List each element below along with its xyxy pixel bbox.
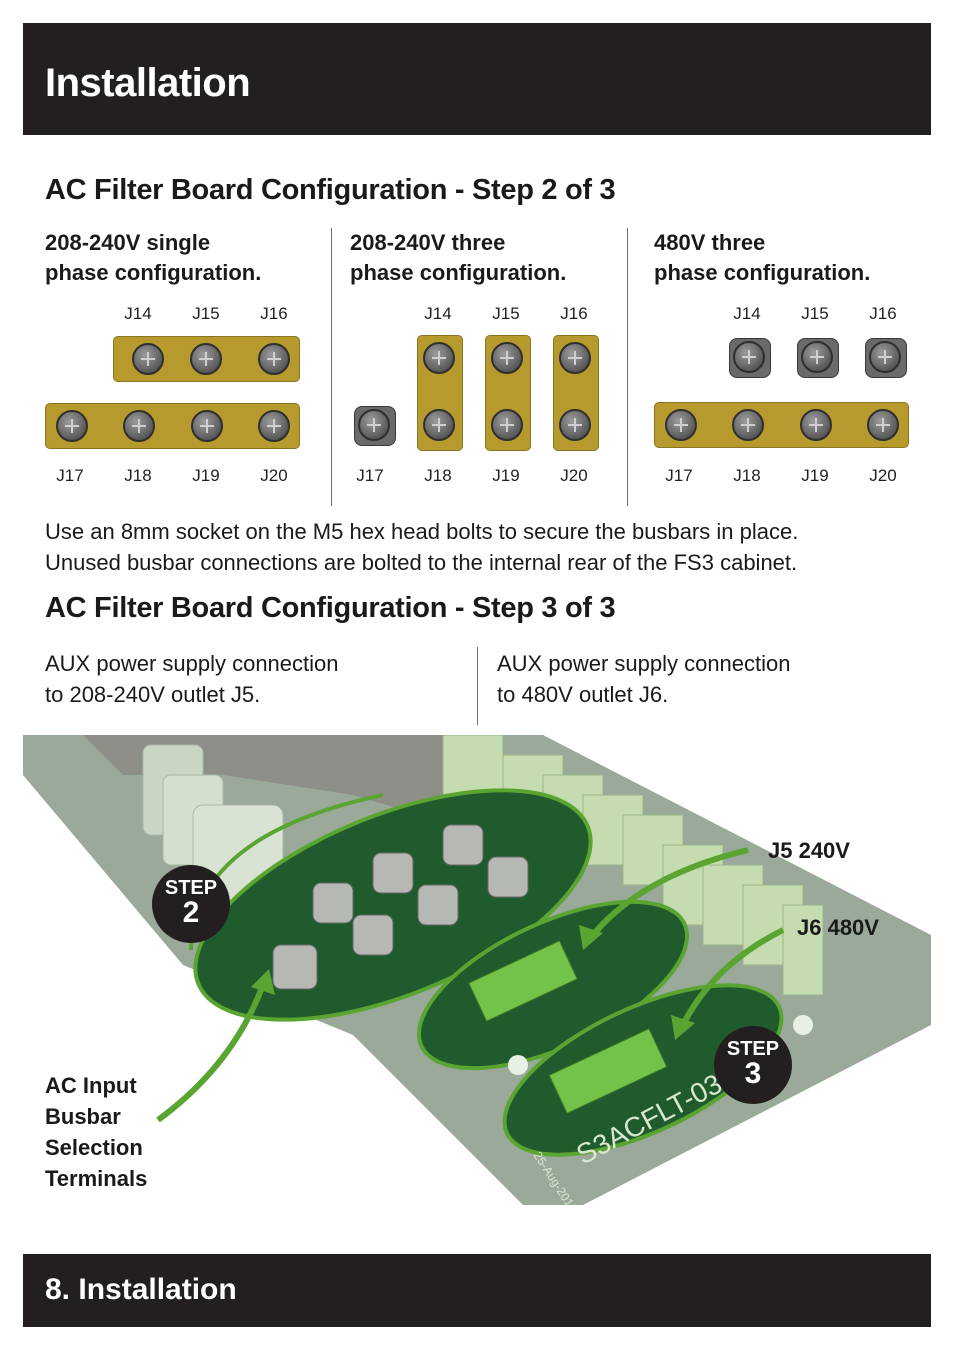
bolt-icon: [800, 409, 832, 441]
bolt-icon: [56, 410, 88, 442]
step2-badge-number: 2: [182, 896, 200, 929]
label-j15: J15: [192, 304, 220, 323]
label-j16: J16: [260, 304, 288, 323]
label-j15: J15: [801, 304, 829, 323]
column-divider: [477, 647, 478, 725]
label-j18: J18: [124, 466, 152, 485]
label-j20: J20: [560, 466, 588, 485]
aux-480v-line1: AUX power supply connection: [497, 651, 791, 676]
bolt-icon: [801, 341, 833, 373]
callout-terminals: AC Input Busbar Selection Terminals: [45, 1070, 147, 1194]
aux-480v-note: AUX power supply connection to 480V outl…: [497, 648, 791, 710]
bolt-icon: [423, 342, 455, 374]
aux-240v-line1: AUX power supply connection: [45, 651, 339, 676]
bolt-icon: [190, 343, 222, 375]
config-heading-2-line1: 208-240V three: [350, 230, 506, 255]
column-divider: [331, 228, 332, 506]
bolt-icon: [559, 342, 591, 374]
bolt-icon: [123, 410, 155, 442]
aux-480v-line2: to 480V outlet J6.: [497, 682, 669, 707]
label-j19: J19: [801, 466, 829, 485]
callout-terminals-line4: Terminals: [45, 1166, 148, 1191]
aux-240v-line2: to 208-240V outlet J5.: [45, 682, 261, 707]
instructions-line1: Use an 8mm socket on the M5 hex head bol…: [45, 519, 799, 544]
step3-title: AC Filter Board Configuration - Step 3 o…: [45, 592, 616, 624]
bolt-icon: [258, 343, 290, 375]
callout-terminals-line2: Busbar: [45, 1104, 121, 1129]
busbar-bottom: [654, 402, 909, 448]
unused-terminal-j14: [729, 338, 771, 378]
config-three-phase-240: 208-240V three phase configuration.: [350, 228, 620, 506]
bolt-icon: [867, 409, 899, 441]
label-j20: J20: [869, 466, 897, 485]
bolt-icon: [132, 343, 164, 375]
callout-terminals-line1: AC Input: [45, 1073, 137, 1098]
label-j14: J14: [424, 304, 452, 323]
step3-badge: STEP 3: [714, 1026, 792, 1104]
label-j17: J17: [665, 466, 693, 485]
bolt-icon: [869, 341, 901, 373]
bolt-icon: [423, 409, 455, 441]
config-heading-2-line2: phase configuration.: [350, 260, 567, 285]
bolt-icon: [491, 409, 523, 441]
config-heading-1-line1: 208-240V single: [45, 230, 211, 255]
label-j18: J18: [424, 466, 452, 485]
label-j16: J16: [869, 304, 897, 323]
bolt-icon: [258, 410, 290, 442]
config-three-phase-480: 480V three phase configuration.: [654, 228, 924, 506]
step2-title: AC Filter Board Configuration - Step 2 o…: [45, 174, 616, 206]
callout-j5: J5 240V: [768, 838, 850, 863]
bolt-icon: [665, 409, 697, 441]
footer-bar: 8. Installation: [23, 1254, 931, 1327]
bolt-icon: [491, 342, 523, 374]
bolt-icon: [732, 409, 764, 441]
column-divider: [627, 228, 628, 506]
config-single-phase: 208-240V single phase configuration.: [45, 228, 325, 506]
page-title: Installation: [45, 61, 251, 105]
busbar-vertical-2: [485, 335, 531, 451]
header-bar: Installation: [23, 23, 931, 135]
label-j14: J14: [733, 304, 761, 323]
busbar-vertical-1: [417, 335, 463, 451]
callout-j6: J6 480V: [797, 915, 879, 940]
config-heading-3-line2: phase configuration.: [654, 260, 871, 285]
step2-badge: STEP 2: [152, 865, 230, 943]
step2-badge-word: STEP: [164, 877, 218, 899]
busbar-bottom: [45, 403, 300, 449]
config-heading-2: 208-240V three phase configuration.: [350, 228, 620, 288]
config-heading-3: 480V three phase configuration.: [654, 228, 924, 288]
unused-terminal-j17: [354, 406, 396, 446]
callout-terminals-line3: Selection: [45, 1135, 143, 1160]
bolt-icon: [733, 341, 765, 373]
label-j17: J17: [356, 466, 384, 485]
unused-terminal-j16: [865, 338, 907, 378]
unused-terminal-j15: [797, 338, 839, 378]
bolt-icon: [191, 410, 223, 442]
label-j17: J17: [56, 466, 84, 485]
bolt-icon: [358, 409, 390, 441]
config-heading-3-line1: 480V three: [654, 230, 766, 255]
label-j14: J14: [124, 304, 152, 323]
label-j16: J16: [560, 304, 588, 323]
filter-board-photo: S3ACFLT-03 25-Aug-2010: [23, 735, 931, 1205]
step3-badge-word: STEP: [726, 1038, 780, 1060]
instructions-line2: Unused busbar connections are bolted to …: [45, 550, 798, 575]
step3-badge-number: 3: [744, 1057, 762, 1090]
busbar-vertical-3: [553, 335, 599, 451]
label-j15: J15: [492, 304, 520, 323]
label-j20: J20: [260, 466, 288, 485]
label-j19: J19: [192, 466, 220, 485]
footer-title: 8. Installation: [45, 1273, 237, 1306]
busbar-instructions: Use an 8mm socket on the M5 hex head bol…: [45, 516, 925, 578]
label-j18: J18: [733, 466, 761, 485]
config-heading-1: 208-240V single phase configuration.: [45, 228, 325, 288]
label-j19: J19: [492, 466, 520, 485]
config-heading-1-line2: phase configuration.: [45, 260, 262, 285]
bolt-icon: [559, 409, 591, 441]
aux-240v-note: AUX power supply connection to 208-240V …: [45, 648, 339, 710]
busbar-top: [113, 336, 300, 382]
